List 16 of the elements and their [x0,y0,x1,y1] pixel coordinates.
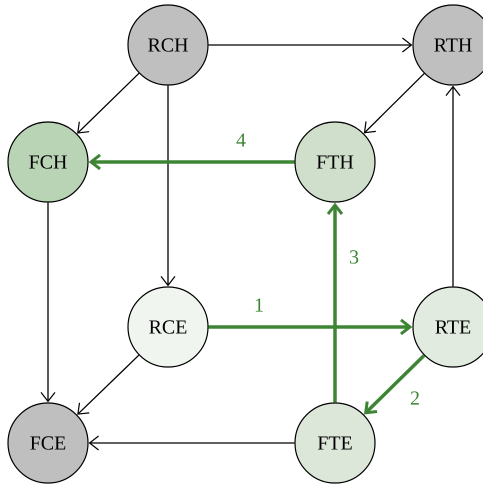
arrow [364,354,426,415]
arrow [364,73,425,134]
edge-label: 2 [410,391,419,405]
arrow [77,354,140,415]
arrow [40,202,56,402]
arrow [88,154,294,170]
arrow [208,38,412,52]
edge-label: 1 [256,298,263,312]
arrow [88,436,294,450]
arrow [326,202,344,402]
edge-label: 4 [236,133,246,147]
arrow [160,86,176,286]
arrow [77,72,140,134]
arrow [446,86,460,286]
arrow [208,318,412,336]
edge-label: 3 [350,250,358,264]
